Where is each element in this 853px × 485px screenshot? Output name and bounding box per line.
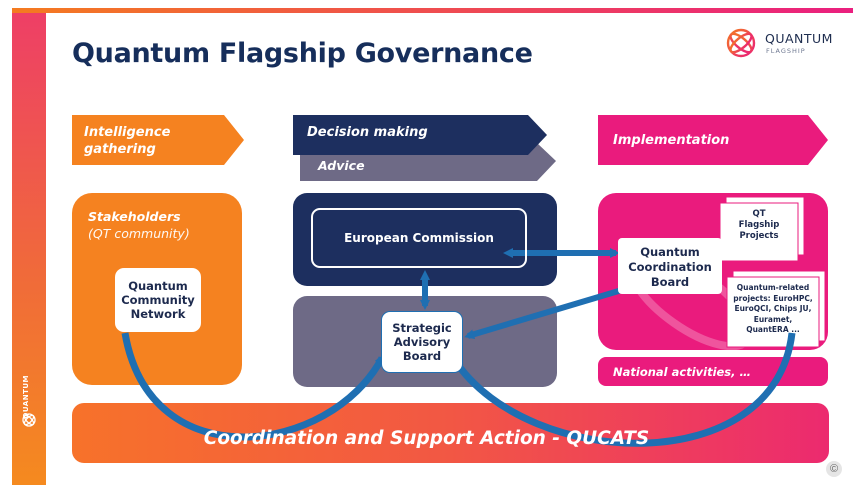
quantum-coordination-board-text: Quantum Coordination Board	[628, 245, 712, 289]
coordination-advisory-arrow	[464, 284, 633, 340]
intelligence-gathering-label: Intelligence gathering	[84, 125, 171, 157]
top-accent-bar	[12, 8, 853, 13]
projects-advisory-arrow	[453, 332, 796, 447]
coordination-board-panel	[618, 238, 722, 294]
implementation-label: Implementation	[613, 133, 730, 148]
decision-chevron	[293, 115, 547, 155]
network-advisory-arrow	[121, 332, 386, 441]
slide-title: Quantum Flagship Governance	[72, 38, 533, 69]
national-bar	[598, 357, 828, 386]
implementation-chevron	[598, 115, 828, 165]
national-activities-label: National activities, …	[613, 365, 752, 379]
quantum-atom-icon	[726, 28, 756, 58]
advice-label: Advice	[318, 158, 365, 173]
quantum-flagship-logo: QUANTUM FLAGSHIP	[724, 26, 844, 60]
csa-bar	[72, 403, 829, 463]
quantum-related-projects-doc: Quantum-related projects: EuroHPC, EuroQ…	[733, 283, 813, 334]
strategic-advisory-board-box: Strategic Advisory Board	[381, 311, 463, 373]
european-commission-box: European Commission	[311, 208, 527, 268]
stakeholders-title: Stakeholders (QT community)	[88, 209, 190, 241]
decision-making-label: Decision making	[307, 125, 428, 140]
side-quantum-logo-icon	[22, 413, 36, 427]
csa-label: Coordination and Support Action - QUCATS	[203, 428, 650, 449]
logo-title: QUANTUM	[765, 31, 833, 46]
decision-box	[293, 193, 557, 286]
logo-subtitle: FLAGSHIP	[766, 47, 806, 55]
quantum-community-network-box: Quantum Community Network	[115, 268, 201, 332]
qt-flagship-projects-doc: QT Flagship Projects	[738, 209, 780, 241]
intelligence-chevron	[72, 115, 244, 165]
copyright-icon: ©	[826, 461, 842, 477]
side-accent-bar	[12, 13, 46, 485]
